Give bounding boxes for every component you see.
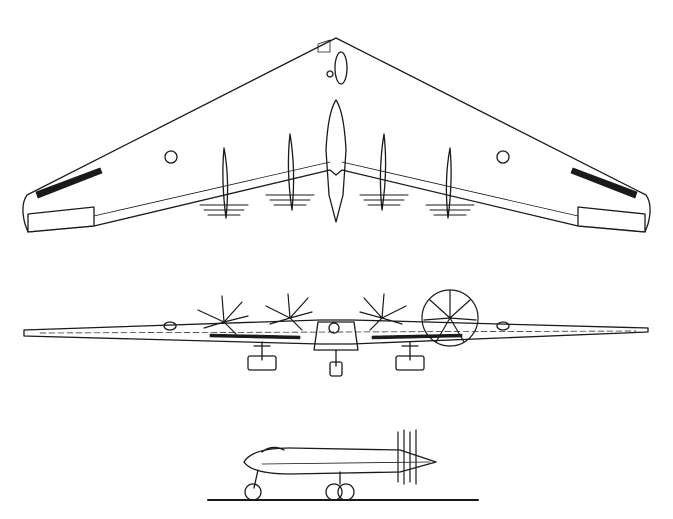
nacelle-2 [287,133,295,211]
front-wing-spar-left [209,333,301,340]
wing-planform [22,37,651,233]
flap-line-left [93,161,331,217]
nacelle-4 [445,147,452,219]
nacelle-3 [379,133,387,211]
side-fuselage [243,447,437,475]
front-landing-gear [247,341,425,377]
front-wing [23,319,649,345]
nose-vent [317,39,331,53]
front-wing-spar-right [371,333,463,340]
nacelle-1 [222,147,229,219]
turret-right [496,150,510,164]
central-fuselage [325,99,347,223]
front-view [23,289,649,377]
front-wing-dashline [39,330,637,334]
propellers-top [199,194,475,216]
side-wing-line [261,461,431,465]
side-landing-gear [244,469,355,501]
front-propellers [197,289,479,347]
slot-left [35,167,103,199]
front-nose [328,322,340,334]
front-centre-body [313,321,359,351]
cockpit-canopy [334,51,348,85]
top-view [22,37,651,233]
turret-left [164,150,178,164]
front-pod-right [496,321,510,331]
flap-line-right [341,161,579,217]
slot-right [570,167,638,199]
side-canopy [261,446,285,453]
astrodome [326,70,334,78]
side-view [207,429,479,501]
wingtip-elevon-left [27,206,95,233]
wingtip-elevon-right [577,206,646,233]
front-pod-left [163,321,177,331]
side-propellers [397,429,417,485]
